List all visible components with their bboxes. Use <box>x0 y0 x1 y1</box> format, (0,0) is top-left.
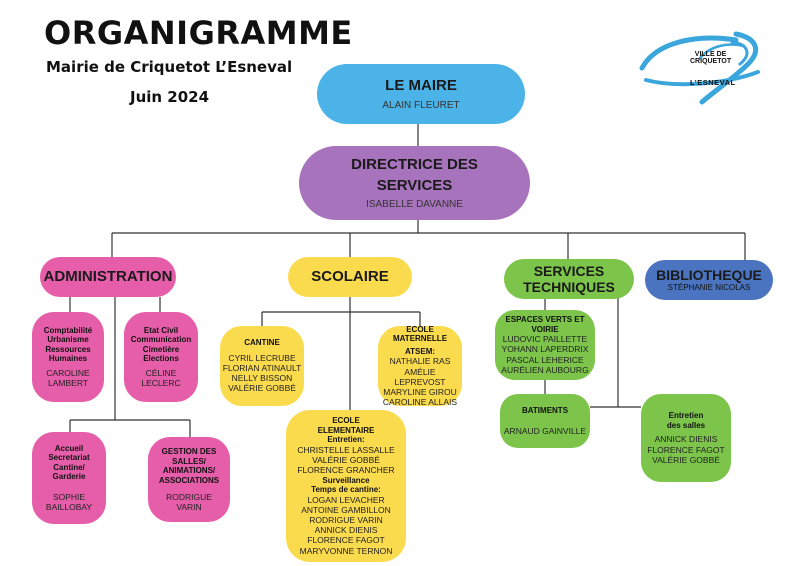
elementaire-cantine-1: LOGAN LEVACHER <box>307 494 385 505</box>
node-bibliotheque: BIBLIOTHEQUE STÉPHANIE NICOLAS <box>645 260 773 300</box>
maternelle-title-1: ECOLE <box>406 324 434 334</box>
espaces-name-4: AURÉLIEN AUBOURG <box>501 364 589 375</box>
gestion-name-2: VARIN <box>176 501 202 512</box>
maternelle-name-2: AMÉLIE LEPREVOST <box>394 366 446 387</box>
maternelle-name-3: MARYLINE GIROU <box>383 386 457 397</box>
administration-title: ADMINISTRATION <box>43 268 173 286</box>
gestion-name-1: RODRIGUE <box>166 491 212 502</box>
maternelle-name-1: NATHALIE RAS <box>389 356 451 367</box>
node-espaces-verts: ESPACES VERTS ET VOIRIE LUDOVIC PAILLETT… <box>495 310 595 380</box>
elementaire-entretien-1: CHRISTELLE LASSALLE <box>297 444 395 455</box>
logo-line-1: VILLE DE <box>694 51 727 58</box>
espaces-name-3: PASCAL LEHERICE <box>506 354 584 365</box>
etatcivil-line-2: Communication <box>130 335 192 345</box>
compta-line-4: Humaines <box>48 354 88 364</box>
logo-line-3: L’ESNEVAL <box>690 78 736 87</box>
logo-text: VILLE DE CRIQUETOT <box>690 51 731 66</box>
entretien-title-1: Entretien <box>668 411 704 421</box>
cantine-title: CANTINE <box>244 338 280 348</box>
elementaire-temps-cantine: Temps de cantine: <box>311 485 381 495</box>
cantine-name-3: NELLY BISSON <box>231 373 293 384</box>
accueil-name-1: SOPHIE <box>52 492 86 502</box>
maternelle-atsem: ATSEM: <box>404 346 436 356</box>
entretien-name-3: VALÉRIE GOBBÉ <box>652 454 720 465</box>
compta-line-3: Ressources <box>45 344 91 354</box>
elementaire-cantine-5: FLORENCE FAGOT <box>307 535 385 546</box>
node-scolaire: SCOLAIRE <box>288 257 412 297</box>
maire-name: ALAIN FLEURET <box>382 99 460 111</box>
accueil-line-4: Garderie <box>52 472 86 482</box>
batiments-name-1: ARNAUD GAINVILLE <box>503 425 587 436</box>
node-etat-civil: Etat Civil Communication Cimetière Elect… <box>124 312 198 402</box>
node-batiments: BATIMENTS ARNAUD GAINVILLE <box>500 394 590 448</box>
elementaire-surveillance: Surveillance <box>322 475 370 485</box>
elementaire-cantine-3: RODRIGUE VARIN <box>309 515 383 526</box>
compta-name-2: LAMBERT <box>48 378 88 389</box>
etatcivil-line-3: Cimetière <box>142 344 180 354</box>
gestion-line-4: ASSOCIATIONS <box>158 475 220 485</box>
page-date: Juin 2024 <box>130 88 210 106</box>
elementaire-entretien-3: FLORENCE GRANCHER <box>297 465 395 476</box>
page-subtitle: Mairie de Criquetot L’Esneval <box>46 58 293 76</box>
node-services-techniques: SERVICES TECHNIQUES <box>504 259 634 299</box>
elementaire-entretien: Entretien: <box>327 435 365 445</box>
compta-line-1: Comptabilité <box>43 325 93 335</box>
accueil-line-1: Accueil <box>54 443 84 453</box>
page-title: ORGANIGRAMME <box>44 14 353 52</box>
bibliotheque-title: BIBLIOTHEQUE <box>656 267 762 284</box>
node-directrice: DIRECTRICE DES SERVICES ISABELLE DAVANNE <box>299 146 530 220</box>
node-ecole-maternelle: ECOLE MATERNELLE ATSEM: NATHALIE RAS AMÉ… <box>378 324 462 408</box>
node-cantine: CANTINE CYRIL LECRUBE FLORIAN ATINAULT N… <box>220 326 304 406</box>
maternelle-title-2: MATERNELLE <box>392 334 448 344</box>
directrice-title-line-2: SERVICES <box>376 176 453 194</box>
cantine-name-4: VALÉRIE GOBBÉ <box>228 383 296 394</box>
elementaire-cantine-2: ANTOINE GAMBILLON <box>301 504 391 515</box>
entretien-title-2: des salles <box>666 420 706 430</box>
node-entretien-salles: Entretien des salles ANNICK DIENIS FLORE… <box>641 394 731 482</box>
bibliotheque-name: STÉPHANIE NICOLAS <box>667 283 751 293</box>
elementaire-title-1: ECOLE <box>332 416 360 426</box>
elementaire-title-2: ELEMENTAIRE <box>317 425 375 435</box>
accueil-line-2: Secretariat <box>48 453 90 463</box>
espaces-title-1: ESPACES VERTS ET <box>505 315 585 325</box>
accueil-name-2: BAILLOBAY <box>45 502 93 513</box>
maire-title: LE MAIRE <box>385 77 457 95</box>
node-maire: LE MAIRE ALAIN FLEURET <box>317 64 525 124</box>
etatcivil-name-1: CÉLINE <box>145 368 177 378</box>
directrice-title-line-1: DIRECTRICE DES <box>351 156 478 174</box>
techniques-title-line-2: TECHNIQUES <box>523 279 615 295</box>
node-administration: ADMINISTRATION <box>40 257 176 297</box>
espaces-name-2: YOHANN LAPERDRIX <box>501 344 589 355</box>
espaces-title-2: VOIRIE <box>531 324 559 334</box>
gestion-line-3: ANIMATIONS/ <box>162 466 216 476</box>
gestion-line-1: GESTION DES <box>161 447 217 457</box>
techniques-title-line-1: SERVICES <box>533 262 605 279</box>
entretien-name-1: ANNICK DIENIS <box>654 434 718 445</box>
elementaire-cantine-4: ANNICK DIENIS <box>314 525 378 536</box>
scolaire-title: SCOLAIRE <box>311 268 389 286</box>
espaces-name-1: LUDOVIC PAILLETTE <box>502 334 588 345</box>
maternelle-name-4: CAROLINE ALLAIS <box>382 397 458 408</box>
etatcivil-name-2: LECLERC <box>141 378 181 389</box>
etatcivil-line-1: Etat Civil <box>143 325 179 335</box>
node-comptabilite: Comptabilité Urbanisme Ressources Humain… <box>32 312 104 402</box>
elementaire-entretien-2: VALÉRIE GOBBÉ <box>312 455 380 466</box>
cantine-name-2: FLORIAN ATINAULT <box>222 363 302 374</box>
etatcivil-line-4: Elections <box>143 354 179 364</box>
city-logo <box>639 31 760 105</box>
entretien-name-2: FLORENCE FAGOT <box>647 444 725 455</box>
elementaire-cantine-6: MARYVONNE TERNON <box>299 545 393 556</box>
logo-line-2: CRIQUETOT <box>690 58 732 66</box>
node-accueil: Accueil Secretariat Cantine/ Garderie SO… <box>32 432 106 524</box>
gestion-line-2: SALLES/ <box>172 456 206 466</box>
accueil-line-3: Cantine/ <box>53 462 85 472</box>
node-ecole-elementaire: ECOLE ELEMENTAIRE Entretien: CHRISTELLE … <box>286 410 406 562</box>
batiments-title: BATIMENTS <box>521 406 569 416</box>
compta-line-2: Urbanisme <box>47 335 89 345</box>
cantine-name-1: CYRIL LECRUBE <box>228 352 296 363</box>
node-gestion-salles: GESTION DES SALLES/ ANIMATIONS/ ASSOCIAT… <box>148 437 230 522</box>
compta-name-1: CAROLINE <box>46 368 90 378</box>
directrice-name: ISABELLE DAVANNE <box>366 198 463 210</box>
